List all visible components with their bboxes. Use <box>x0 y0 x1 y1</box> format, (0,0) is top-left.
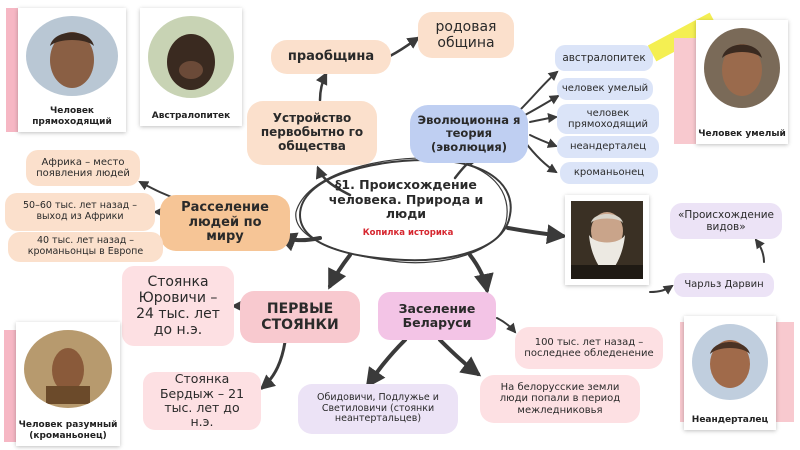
arrow-evo-3 <box>529 113 558 123</box>
arrow-zs-1 <box>365 338 407 389</box>
zaselenie-item-1: Обидовичи, Подлужье и Светиловичи (стоян… <box>298 384 458 434</box>
arrow-evo-1 <box>519 70 559 111</box>
node-zaselenie: Заселение Беларуси <box>378 292 496 340</box>
evo-item-3: человек прямоходящий <box>557 104 659 134</box>
photo-australo-caption: Австралопитек <box>151 110 231 121</box>
photo-umely: Человек умелый <box>696 20 788 144</box>
center-title: §1. Происхождение человека. Природа и лю… <box>328 177 484 222</box>
stoyanki-item-2: Стоянка Бердыж – 21 тыс. лет до н.э. <box>143 372 261 430</box>
rasselenie-item-3: 40 тыс. лет назад – кроманьонцы в Европе <box>8 232 163 262</box>
arrow-evo-4 <box>529 134 558 148</box>
stoyanki-item-1: Стоянка Юровичи – 24 тыс. лет до н.э. <box>122 266 234 346</box>
node-praobshchina: праобщина <box>271 40 391 74</box>
node-rodovaya: родовая община <box>418 12 514 58</box>
node-rasselenie: Расселение людей по миру <box>160 195 290 251</box>
arrow-center-stoyanki <box>328 253 352 290</box>
arrow-center-zaselenie <box>468 253 494 294</box>
zaselenie-item-3: 100 тыс. лет назад – последнее обледенен… <box>515 327 663 369</box>
arrow-praobshchina-rodovaya <box>388 36 421 58</box>
node-darwin: Чарльз Дарвин <box>674 273 774 297</box>
arrow-center-darwin <box>506 224 567 245</box>
darwin-portrait <box>565 195 649 285</box>
cro-magnon-figure-icon <box>24 330 112 408</box>
arrow-evo-2 <box>524 94 560 116</box>
center-topic: §1. Происхождение человека. Природа и лю… <box>312 168 500 232</box>
evo-item-4: неандерталец <box>557 136 659 158</box>
arrow-zs-3 <box>496 317 517 334</box>
node-stoyanki: ПЕРВЫЕ СТОЯНКИ <box>240 291 360 343</box>
arrow-label-book <box>754 238 765 263</box>
photo-pryamo-caption: Человек прямоходящий <box>32 106 112 127</box>
node-evolution: Эволюционна я теория (эволюция) <box>410 105 528 163</box>
center-subtitle: Копилка историка <box>362 228 454 238</box>
rasselenie-item-1: Африка – место появления людей <box>26 150 140 186</box>
pink-strip-left <box>4 330 16 442</box>
photo-razumny: Человек разумный (кроманьонец) <box>16 322 120 446</box>
arrow-center-ustroystvo <box>315 165 352 197</box>
photo-razumny-caption: Человек разумный (кроманьонец) <box>18 420 118 441</box>
neanderthal-face-icon <box>692 324 768 400</box>
photo-neander-caption: Неандерталец <box>691 414 769 425</box>
photo-umely-caption: Человек умелый <box>698 128 786 139</box>
photo-pryamo: Человек прямоходящий <box>18 8 126 132</box>
darwin-face-icon <box>571 201 643 279</box>
arrow-darwin-label <box>649 284 674 295</box>
node-book: «Происхождение видов» <box>670 203 782 239</box>
photo-neander: Неандерталец <box>684 316 776 430</box>
zaselenie-item-2: На белорусские земли люди попали в перио… <box>480 375 640 423</box>
center-outline-2 <box>295 157 508 264</box>
homo-habilis-face-icon <box>704 28 780 108</box>
rasselenie-item-2: 50–60 тыс. лет назад – выход из Африки <box>5 193 155 231</box>
evo-item-1: австралопитек <box>555 45 653 71</box>
australopithecus-face-icon <box>148 16 234 98</box>
arrow-evo-5 <box>524 141 558 174</box>
node-ustroystvo: Устройство первобытно го общества <box>247 101 377 165</box>
arrow-zs-2 <box>438 338 482 377</box>
hominid-face-icon <box>26 16 118 96</box>
pink-strip <box>6 8 18 132</box>
arrow-ustroystvo-praobshchina <box>315 71 328 102</box>
arrow-st-2 <box>259 340 287 390</box>
evo-item-2: человек умелый <box>557 78 653 100</box>
evo-item-5: кроманьонец <box>560 162 658 184</box>
photo-australo: Австралопитек <box>140 8 242 126</box>
